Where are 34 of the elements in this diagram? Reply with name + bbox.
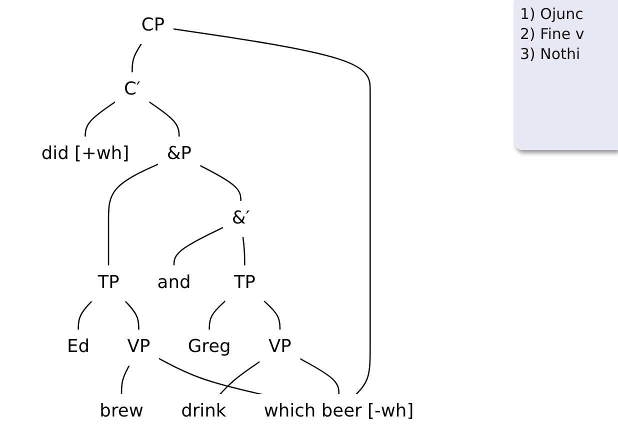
node-text: &′ [232, 208, 250, 229]
node-text: TP [98, 272, 120, 294]
connector [84, 101, 116, 138]
note-text: 1) Ojunc [520, 4, 584, 24]
connector [172, 28, 371, 395]
node-text: C′ [124, 79, 140, 100]
connector [158, 358, 263, 396]
connector [208, 300, 226, 330]
node-text: which beer [-wh] [264, 400, 414, 422]
note-text: 2) Fine v [520, 24, 586, 44]
connector [132, 43, 142, 73]
connector [148, 101, 180, 138]
connector [299, 358, 340, 395]
connector [124, 300, 140, 330]
node-text: and [157, 272, 191, 294]
node-text: Greg [188, 336, 231, 358]
node-text: drink [181, 400, 226, 422]
note-text: 3) Nothi [520, 44, 582, 64]
node-text: brew [100, 400, 144, 422]
node-text: CP [141, 14, 165, 36]
connector [120, 364, 130, 395]
connector [219, 360, 260, 395]
connector [78, 300, 93, 330]
node-text: &P [166, 143, 192, 164]
connector [263, 300, 281, 330]
node-text: VP [127, 336, 150, 358]
node-text: did [+wh] [41, 143, 130, 164]
connector [173, 226, 224, 266]
connector [200, 164, 242, 202]
connector [108, 163, 159, 266]
node-text: TP [234, 272, 256, 294]
connector [242, 236, 246, 266]
node-text: VP [268, 336, 292, 358]
node-text: Ed [67, 336, 90, 358]
